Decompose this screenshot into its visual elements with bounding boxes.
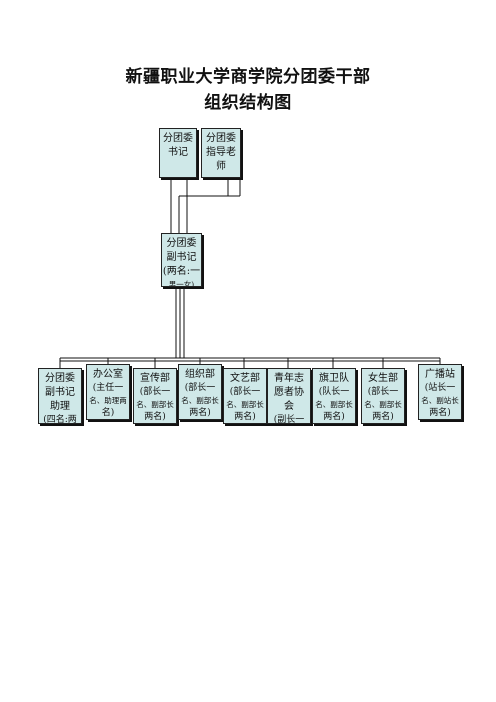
- dept-publicity-name: 宣传部: [140, 373, 170, 384]
- dept-office-note3: 名): [101, 408, 115, 418]
- node-deputy-line3: (两名:一: [162, 266, 201, 277]
- dept-broadcast-note2: 名、副站长: [421, 396, 459, 405]
- dept-organization: 组织部 (部长一 名、副部长 两名): [178, 364, 222, 420]
- dept-assistant: 分团委 副书记 助理 (四名:两: [38, 368, 82, 424]
- dept-arts-name: 文艺部: [230, 373, 260, 384]
- dept-flag-guard-note2: 名、副部长: [315, 400, 353, 409]
- dept-organization-note2: 名、副部长: [181, 396, 219, 405]
- dept-organization-note1: (部长一: [184, 383, 216, 393]
- dept-broadcast: 广播站 (站长一 名、副站长 两名): [418, 364, 462, 420]
- dept-volunteers-name3: 会: [284, 401, 294, 412]
- dept-broadcast-note1: (站长一: [424, 383, 456, 393]
- dept-flag-guard: 旗卫队 (队长一 名、副部长 两名): [312, 368, 356, 424]
- dept-publicity-note1: (部长一: [139, 387, 171, 397]
- dept-female-students-note1: (部长一: [367, 387, 399, 397]
- node-advisor-line1: 分团委: [206, 133, 236, 144]
- dept-office: 办公室 (主任一 名、助理两 名): [86, 364, 130, 420]
- dept-female-students-note3: 两名): [372, 412, 394, 422]
- dept-flag-guard-name: 旗卫队: [319, 373, 349, 384]
- dept-publicity: 宣传部 (部长一 名、副部长 两名): [133, 368, 177, 424]
- dept-female-students-name: 女生部: [368, 373, 398, 384]
- dept-office-note1: (主任一: [92, 383, 124, 393]
- dept-volunteers: 青年志 愿者协 会 (副长一: [267, 368, 311, 424]
- dept-volunteers-note1: (副长一: [273, 415, 305, 424]
- dept-flag-guard-note1: (队长一: [318, 387, 350, 397]
- dept-assistant-note1: (四名:两: [43, 415, 77, 424]
- chart-title: 新疆职业大学商学院分团委干部: [125, 67, 371, 87]
- dept-assistant-name2: 副书记: [45, 387, 75, 398]
- dept-female-students: 女生部 (部长一 名、副部长 两名): [361, 368, 405, 424]
- node-advisor: 分团委 指导老 师: [201, 128, 241, 178]
- dept-office-note2: 名、助理两: [89, 396, 127, 405]
- dept-office-name: 办公室: [93, 369, 123, 380]
- dept-broadcast-name: 广播站: [425, 369, 455, 380]
- node-advisor-line3: 师: [216, 161, 226, 172]
- node-deputy-line2: 副书记: [166, 252, 197, 263]
- dept-female-students-note2: 名、副部长: [364, 400, 402, 409]
- dept-arts-note3: 两名): [234, 412, 256, 422]
- dept-volunteers-name2: 愿者协: [274, 387, 304, 398]
- dept-organization-name: 组织部: [185, 369, 215, 380]
- dept-arts: 文艺部 (部长一 名、副部长 两名): [223, 368, 267, 424]
- node-secretary-line1: 分团委: [163, 133, 193, 144]
- node-secretary: 分团委 书记: [159, 128, 197, 178]
- dept-assistant-name1: 分团委: [45, 373, 75, 384]
- dept-volunteers-name1: 青年志: [274, 373, 304, 384]
- node-deputy-line1: 分团委: [166, 238, 197, 249]
- node-advisor-line2: 指导老: [206, 147, 236, 158]
- node-deputy: 分团委 副书记 (两名:一 男一女): [161, 233, 202, 287]
- dept-publicity-note3: 两名): [144, 412, 166, 422]
- node-deputy-line4: 男一女): [168, 280, 195, 287]
- dept-organization-note3: 两名): [189, 408, 211, 418]
- chart-subtitle: 组织结构图: [204, 93, 292, 113]
- dept-arts-note1: (部长一: [229, 387, 261, 397]
- node-secretary-line2: 书记: [168, 147, 188, 158]
- dept-arts-note2: 名、副部长: [226, 400, 264, 409]
- dept-publicity-note2: 名、副部长: [136, 400, 174, 409]
- dept-flag-guard-note3: 两名): [323, 412, 345, 422]
- dept-assistant-name3: 助理: [50, 401, 70, 412]
- dept-broadcast-note3: 两名): [429, 408, 451, 418]
